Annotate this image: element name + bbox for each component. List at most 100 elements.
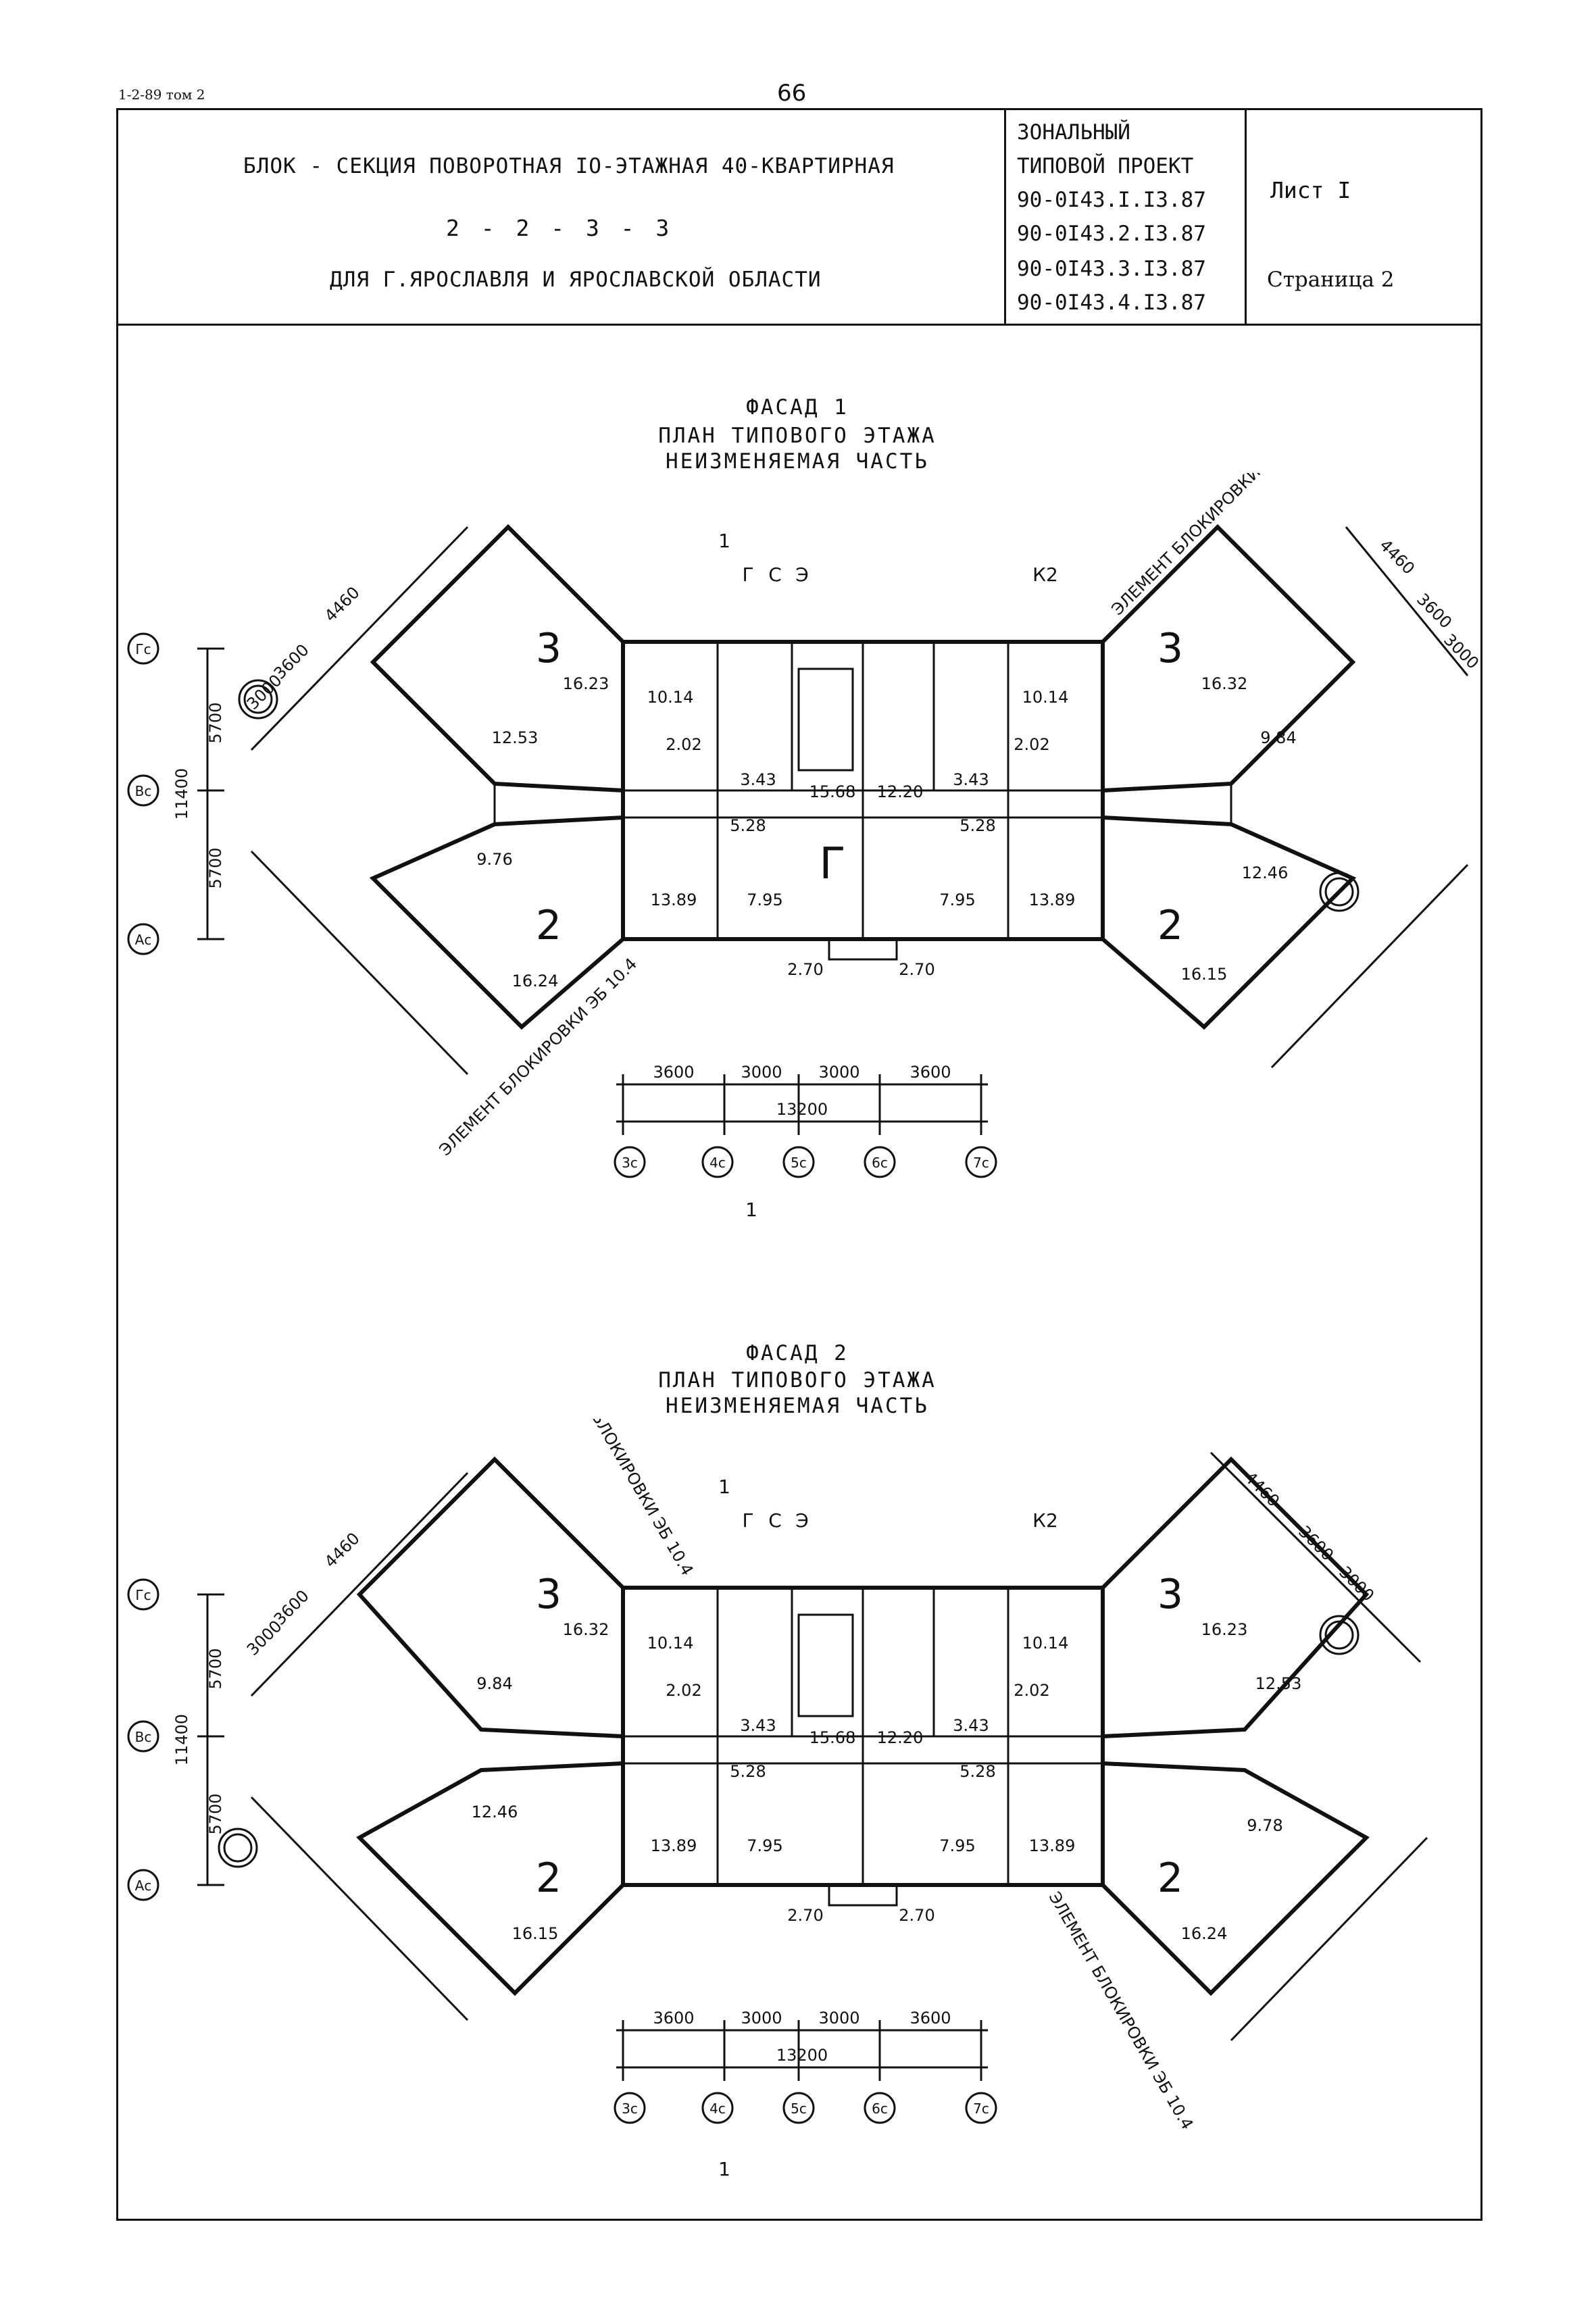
stair-label: Э bbox=[795, 563, 809, 586]
axis-bubble bbox=[701, 1146, 734, 1178]
left-lower-wing bbox=[356, 1761, 625, 1996]
stair bbox=[797, 668, 854, 772]
room-area: 12.46 bbox=[472, 1803, 518, 1821]
stair-label: С bbox=[768, 563, 782, 586]
sheet-label: Лист I bbox=[1270, 177, 1351, 203]
axis-bubble bbox=[127, 774, 159, 807]
dim-label: 4460 bbox=[321, 583, 364, 626]
section-mark: 1 bbox=[718, 2158, 730, 2180]
axis-bubble bbox=[864, 2092, 896, 2124]
axis-label: 4с bbox=[709, 1155, 726, 1171]
room-area: 16.15 bbox=[1181, 965, 1228, 984]
room-area: 3.43 bbox=[953, 770, 989, 789]
room-area: 12.46 bbox=[1242, 863, 1289, 882]
room-area: 5.28 bbox=[959, 1762, 995, 1781]
zone-line: ЗОНАЛЬНЫЙ bbox=[1017, 120, 1130, 145]
axis-label: 5с bbox=[791, 1155, 807, 1171]
room-area: 2.02 bbox=[666, 735, 701, 754]
dimension-line bbox=[1270, 863, 1469, 1069]
axis-label: Гс bbox=[135, 641, 151, 657]
axis-label: Ас bbox=[135, 1878, 152, 1894]
axis-label: 7с bbox=[973, 2101, 989, 2117]
room-area: 15.68 bbox=[809, 782, 856, 801]
room-area: 5.28 bbox=[730, 1762, 766, 1781]
stair bbox=[797, 1613, 854, 1717]
left-upper-wing bbox=[370, 524, 625, 793]
zone-line: 90-0I43.I.I3.87 bbox=[1017, 188, 1206, 212]
room-area: 10.14 bbox=[647, 1634, 694, 1653]
room-area: 13.89 bbox=[651, 890, 697, 909]
dim-total: 13200 bbox=[776, 2046, 828, 2065]
dim-label: 5700 bbox=[206, 847, 225, 888]
room-area: 10.14 bbox=[1022, 1634, 1069, 1653]
room-area: 16.23 bbox=[1201, 1620, 1248, 1639]
dim-label: 5700 bbox=[206, 1793, 225, 1834]
right-lower-wing bbox=[1101, 1761, 1370, 1996]
room-area: 9.76 bbox=[476, 850, 512, 869]
floor-plan-2: 1 1 5700 5700 11400 3600 3000 3000 3600 … bbox=[127, 1419, 1428, 2180]
axis-label: 3с bbox=[622, 1155, 638, 1171]
room-area: 10.14 bbox=[647, 688, 694, 707]
axis-label: 3с bbox=[622, 2101, 638, 2117]
room-area: 2.02 bbox=[1014, 735, 1049, 754]
room-area: 13.89 bbox=[651, 1836, 697, 1855]
dim-label: 3000 bbox=[741, 1063, 782, 1082]
right-lower-wing bbox=[1101, 815, 1357, 1030]
block-element-label: ЭЛЕМЕНТ БЛОКИРОВКИ ЭБ 10.4 bbox=[1108, 473, 1314, 619]
dim-label: 3600 bbox=[653, 2009, 694, 2028]
axis-bubble bbox=[127, 923, 159, 955]
page-label: Страница 2 bbox=[1267, 268, 1395, 292]
stair-label: К2 bbox=[1032, 1509, 1058, 1532]
dim-label: 3600 bbox=[1413, 590, 1455, 632]
room-area: 2.70 bbox=[787, 1906, 823, 1925]
stair-label: С bbox=[768, 1509, 782, 1532]
axis-bubble bbox=[965, 2092, 997, 2124]
apartment-rooms: 2 bbox=[536, 902, 562, 949]
room-area: 9.84 bbox=[1260, 728, 1296, 747]
room-area: 13.89 bbox=[1029, 890, 1076, 909]
room-area: 16.24 bbox=[1181, 1924, 1228, 1943]
zone-line: 90-0I43.3.I3.87 bbox=[1017, 257, 1206, 281]
stair-label: Г bbox=[742, 563, 753, 586]
stair-label: К2 bbox=[1032, 563, 1058, 586]
dim-total: 13200 bbox=[776, 1100, 828, 1119]
room-area: 12.53 bbox=[1255, 1674, 1302, 1693]
dim-label: 3000 bbox=[818, 2009, 859, 2028]
left-lower-wing bbox=[369, 815, 625, 1030]
block-element-label: ЭЛЕМЕНТ БЛОКИРОВКИ ЭБ 10.4 bbox=[1045, 1888, 1197, 2133]
axis-label: Ас bbox=[135, 932, 152, 948]
dim-label: 5700 bbox=[206, 702, 225, 743]
room-area: 5.28 bbox=[959, 816, 995, 835]
axis-bubble bbox=[127, 1720, 159, 1753]
axis-label: 6с bbox=[872, 2101, 888, 2117]
room-area: 5.28 bbox=[730, 816, 766, 835]
dim-label: 3000 bbox=[818, 1063, 859, 1082]
axis-bubble bbox=[614, 1146, 646, 1178]
room-area: 7.95 bbox=[747, 1836, 782, 1855]
axis-label: 5с bbox=[791, 2101, 807, 2117]
room-area: 10.14 bbox=[1022, 688, 1069, 707]
axis-bubble bbox=[965, 1146, 997, 1178]
dimension-line bbox=[1345, 526, 1469, 676]
drawing-frame bbox=[116, 108, 1482, 2221]
dim-label: 3000 bbox=[741, 2009, 782, 2028]
axis-bubble bbox=[127, 1869, 159, 1901]
apartment-rooms: 2 bbox=[536, 1855, 562, 1902]
room-area: 2.02 bbox=[666, 1681, 701, 1700]
stair-label: Э bbox=[795, 1509, 809, 1532]
section-mark: 1 bbox=[718, 1476, 730, 1498]
room-area: 16.32 bbox=[1201, 674, 1248, 693]
plan-subtitle: НЕИЗМЕНЯЕМАЯ ЧАСТЬ bbox=[666, 449, 929, 474]
room-area: 9.84 bbox=[476, 1674, 512, 1693]
plan-title: ФАСАД 2 bbox=[746, 1341, 849, 1365]
axis-label: Вс bbox=[135, 783, 152, 799]
room-area: 16.23 bbox=[563, 674, 609, 693]
plan-subtitle: НЕИЗМЕНЯЕМАЯ ЧАСТЬ bbox=[666, 1394, 929, 1418]
dimension-line bbox=[1230, 1836, 1428, 2042]
zone-line: 90-0I43.4.I3.87 bbox=[1017, 291, 1206, 315]
axis-label: 4с bbox=[709, 2101, 726, 2117]
room-area: 7.95 bbox=[939, 890, 975, 909]
axis-bubble bbox=[127, 1578, 159, 1611]
room-area: 2.70 bbox=[899, 1906, 934, 1925]
dim-label: 11400 bbox=[172, 768, 191, 820]
